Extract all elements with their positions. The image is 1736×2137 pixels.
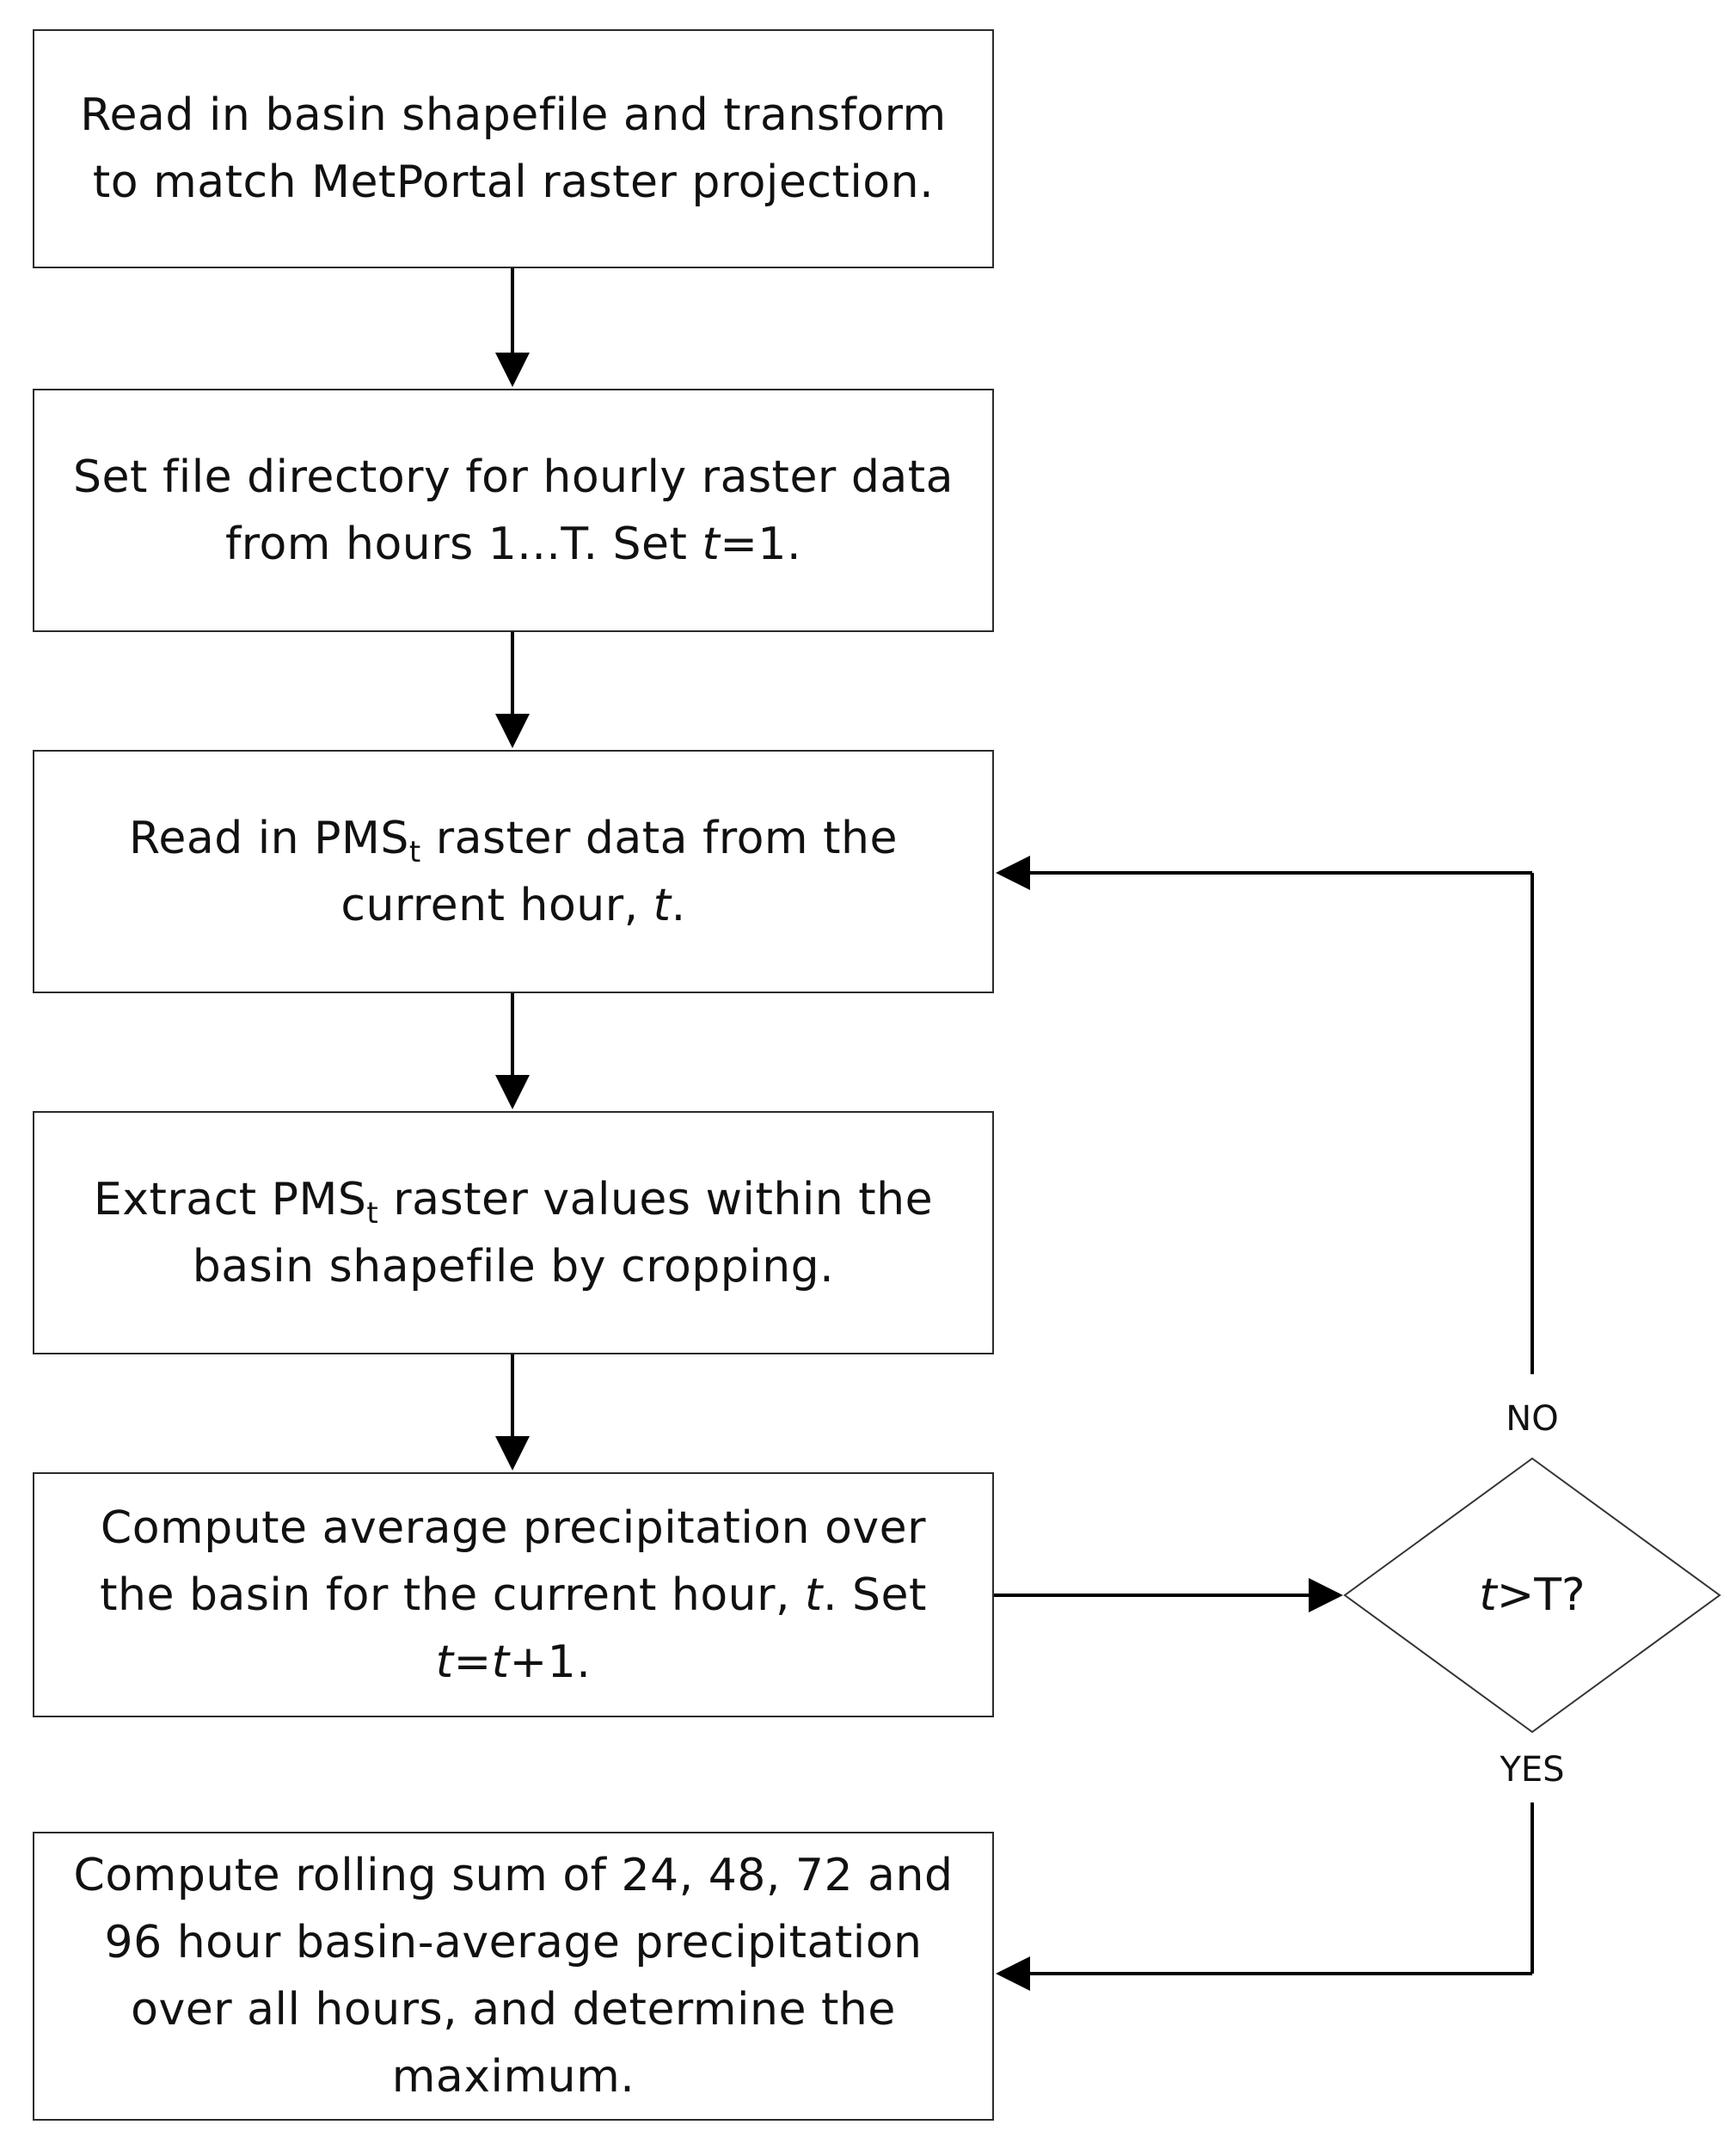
step4-line1-suffix: raster values within the (378, 1173, 934, 1225)
step1-line1: Read in basin shapefile and transform (80, 89, 947, 141)
step2-text: Set file directory for hourly raster dat… (73, 444, 954, 578)
arrow-no-to-step3 (996, 856, 1534, 1374)
step5-variable-t-right: t (491, 1636, 510, 1688)
branch-label-yes: YES (1500, 1750, 1565, 1790)
step2-line2-suffix: =1. (720, 518, 802, 570)
step6-line3: over all hours, and determine the (131, 1984, 896, 2036)
step4-text: Extract PMSt raster values within the ba… (94, 1166, 933, 1300)
process-box-step4: Extract PMSt raster values within the ba… (33, 1111, 994, 1354)
decision-diamond (1343, 1457, 1721, 1734)
step1-line2: to match MetPortal raster projection. (92, 157, 935, 208)
step5-line1: Compute average precipitation over (100, 1501, 927, 1554)
arrow-step4-to-step5 (495, 1354, 530, 1471)
step3-line2-prefix: current hour, (340, 879, 653, 931)
step3-text: Read in PMSt raster data from the curren… (129, 805, 898, 939)
process-box-step5: Compute average precipitation over the b… (33, 1472, 994, 1717)
decision-condition: >T? (1496, 1569, 1586, 1621)
step2-line2-prefix: from hours 1...T. Set (224, 518, 702, 570)
step6-line1: Compute rolling sum of 24, 48, 72 and (73, 1850, 954, 1901)
step6-line2: 96 hour basin-average precipitation (104, 1917, 923, 1968)
step3-subscript-t: t (408, 834, 421, 869)
step3-variable-t: t (653, 879, 672, 931)
process-box-step6: Compute rolling sum of 24, 48, 72 and 96… (33, 1832, 994, 2121)
step6-text: Compute rolling sum of 24, 48, 72 and 96… (74, 1842, 954, 2110)
step2-line1: Set file directory for hourly raster dat… (73, 451, 954, 503)
step5-equals: = (453, 1636, 492, 1688)
decision-text: t>T? (1360, 1569, 1704, 1621)
process-box-step2: Set file directory for hourly raster dat… (33, 389, 994, 632)
step2-variable-t: t (702, 518, 721, 570)
branch-label-no: NO (1506, 1399, 1559, 1439)
arrow-step3-to-step4 (495, 993, 530, 1109)
step5-line3-suffix: +1. (509, 1636, 592, 1688)
process-box-step3: Read in PMSt raster data from the curren… (33, 750, 994, 993)
step3-line1-suffix: raster data from the (420, 812, 898, 864)
process-box-step1: Read in basin shapefile and transform to… (33, 29, 994, 268)
arrow-step5-to-decision (994, 1578, 1343, 1612)
step1-text: Read in basin shapefile and transform to… (80, 82, 946, 216)
step5-variable-t-left: t (435, 1636, 454, 1688)
step4-subscript-t: t (366, 1195, 379, 1231)
step5-line2-prefix: the basin for the current hour, (100, 1569, 806, 1621)
step5-text: Compute average precipitation over the b… (100, 1495, 927, 1696)
arrow-yes-to-step6 (996, 1802, 1534, 1991)
decision-variable-t: t (1479, 1569, 1497, 1621)
arrow-step2-to-step3 (495, 632, 530, 748)
step5-variable-t: t (805, 1569, 823, 1621)
step6-line4: maximum. (391, 2051, 635, 2103)
step4-line2: basin shapefile by cropping. (192, 1240, 835, 1293)
step3-line1-prefix: Read in PMS (129, 812, 409, 864)
step4-line1-prefix: Extract PMS (93, 1173, 367, 1225)
step5-line2-suffix: . Set (822, 1569, 927, 1621)
arrow-step1-to-step2 (495, 268, 530, 387)
step3-line2-suffix: . (671, 879, 686, 931)
